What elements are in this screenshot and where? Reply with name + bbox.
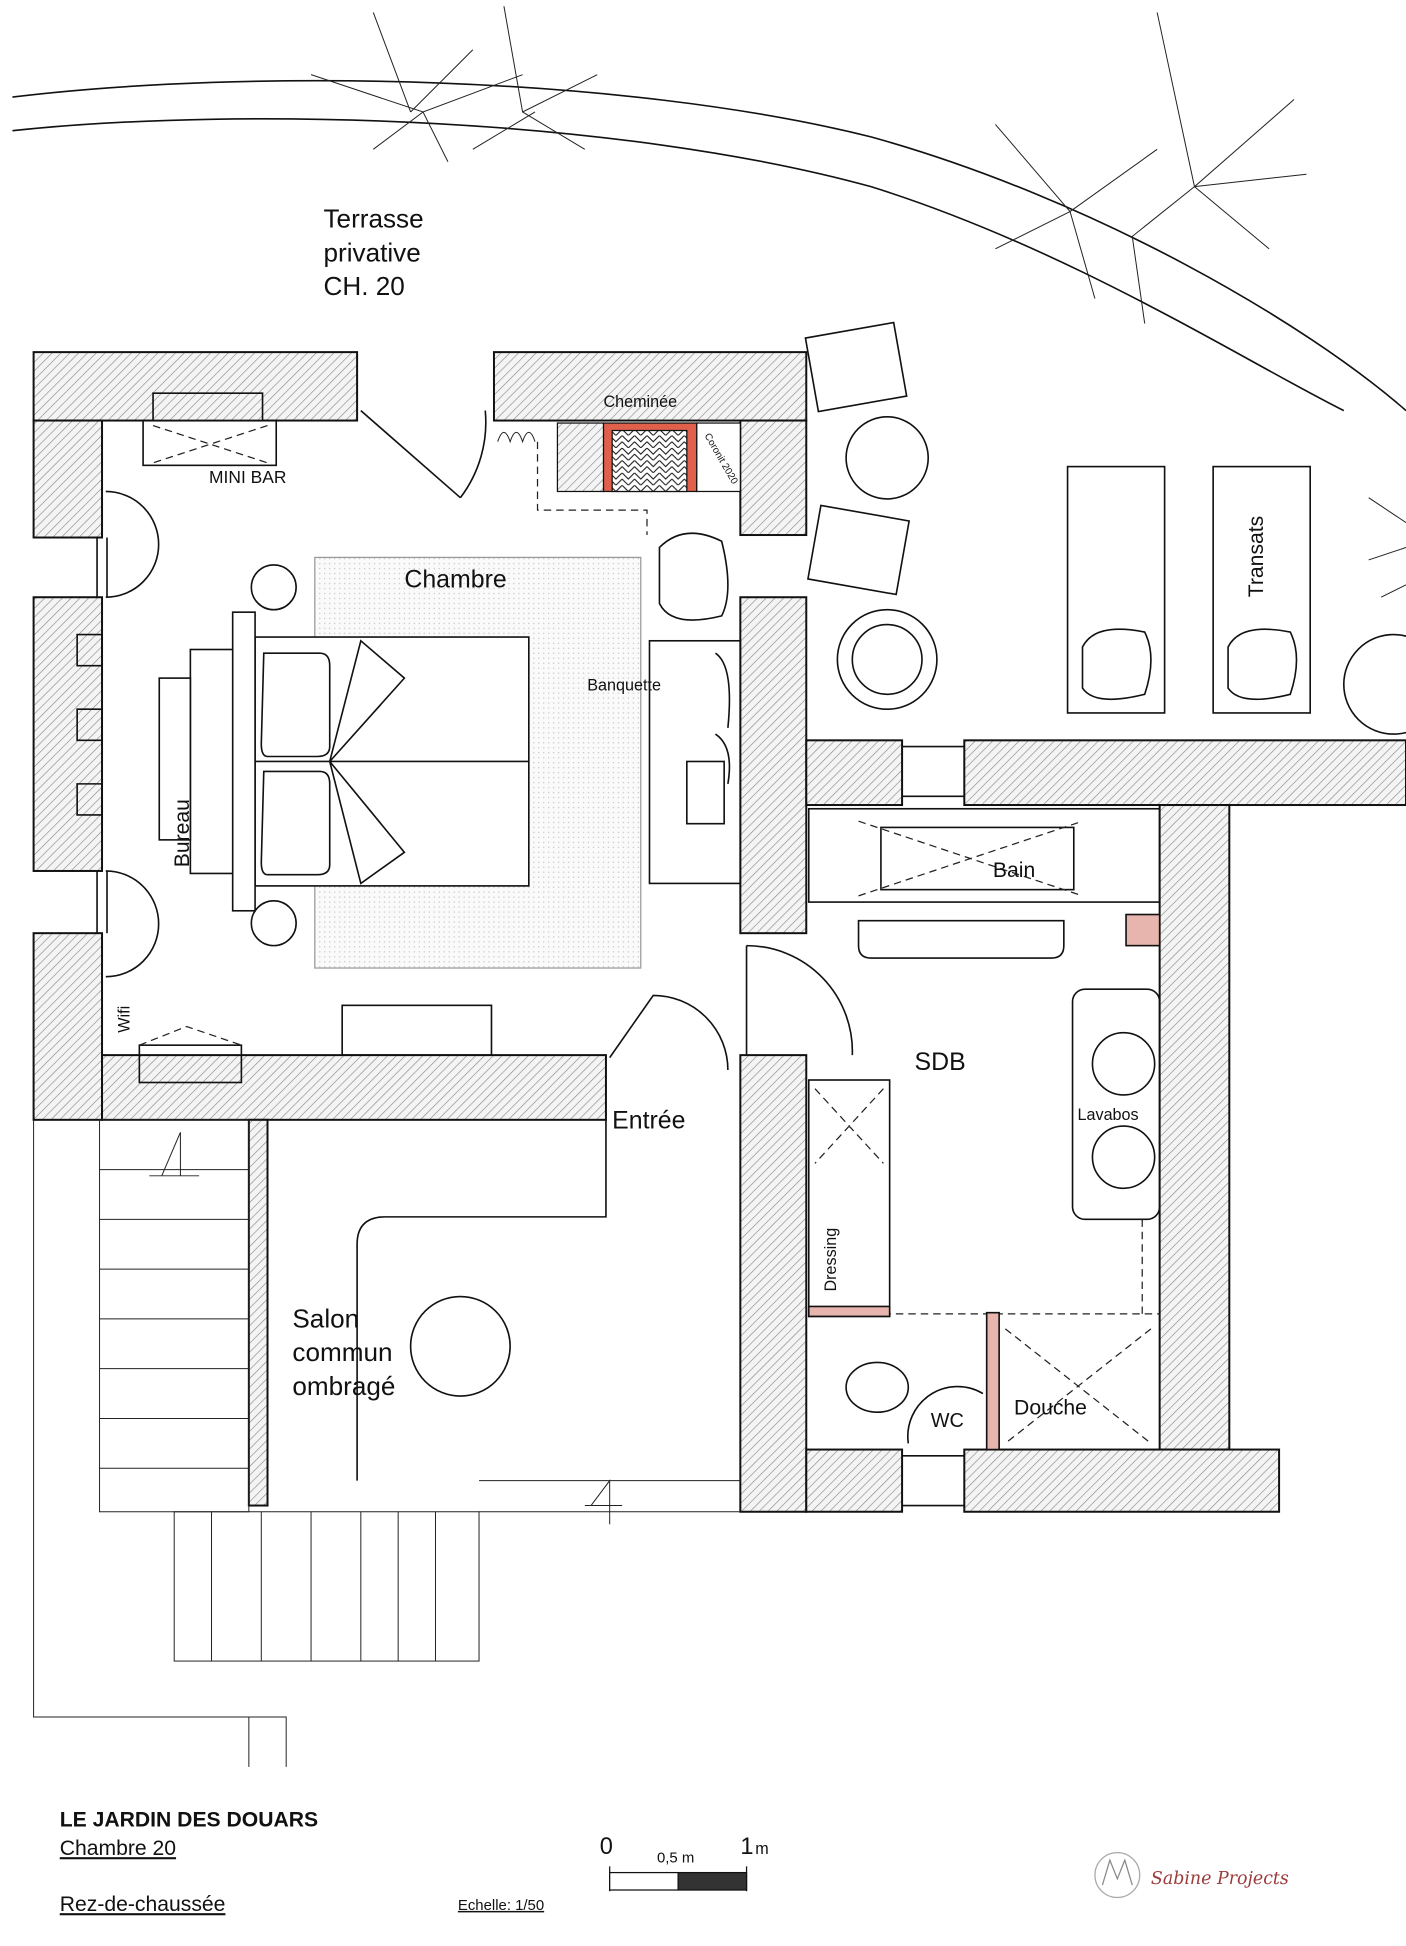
banquette [648,532,742,885]
palm-plant-icon [310,6,1406,598]
room-subtitle: Chambre 20 [60,1837,176,1860]
entree-label: Entrée [612,1107,685,1135]
window [96,537,965,1507]
sun-loungers [1066,465,1406,735]
wifi-label: Wifi [115,1006,133,1033]
cheminee-label: Cheminée [603,393,677,411]
project-title: LE JARDIN DES DOUARS [60,1809,318,1832]
transats-label: Transats [1245,516,1268,597]
bed [158,564,530,947]
walls [32,351,1406,1513]
terrace-label-1: Terrasse [324,204,424,234]
scale-text: Echelle: 1/50 [458,1897,544,1914]
terrace-label-3: CH. 20 [324,271,405,301]
scale-mid: 0,5 m [657,1850,694,1867]
sdb-label: SDB [915,1048,966,1076]
staircase [33,1119,741,1767]
door [105,409,854,1071]
scale-bar: 0 0,5 m 1 m [600,1834,769,1892]
banquette-label: Banquette [587,677,661,695]
minibar-label: MINI BAR [209,467,286,487]
logo: Sabine Projects [1094,1852,1289,1899]
desk-wifi [76,633,493,1084]
terrace-armchair [804,321,938,711]
bain-label: Bain [993,859,1035,882]
terrace-label-2: privative [324,237,421,267]
salon-label-2: commun [292,1337,392,1367]
level-label: Rez-de-chaussée [60,1893,226,1916]
scale-end: 1 [740,1834,753,1860]
bathroom-fixtures [807,807,1161,1451]
bureau-label: Bureau [171,799,194,867]
salon-label-3: ombragé [292,1371,395,1401]
scale-unit: m [755,1840,768,1858]
logo-text: Sabine Projects [1151,1869,1289,1889]
salon-area [356,1119,607,1481]
minibar [142,392,278,467]
fireplace [497,422,741,536]
dressing-label: Dressing [822,1228,840,1292]
chambre-label: Chambre [404,565,506,593]
garden-path [12,79,1406,412]
scale-start: 0 [600,1834,613,1860]
douche-label: Douche [1014,1397,1087,1420]
salon-label-1: Salon [292,1304,359,1334]
lavabos-label: Lavabos [1078,1106,1139,1124]
wc-label: WC [931,1410,964,1432]
